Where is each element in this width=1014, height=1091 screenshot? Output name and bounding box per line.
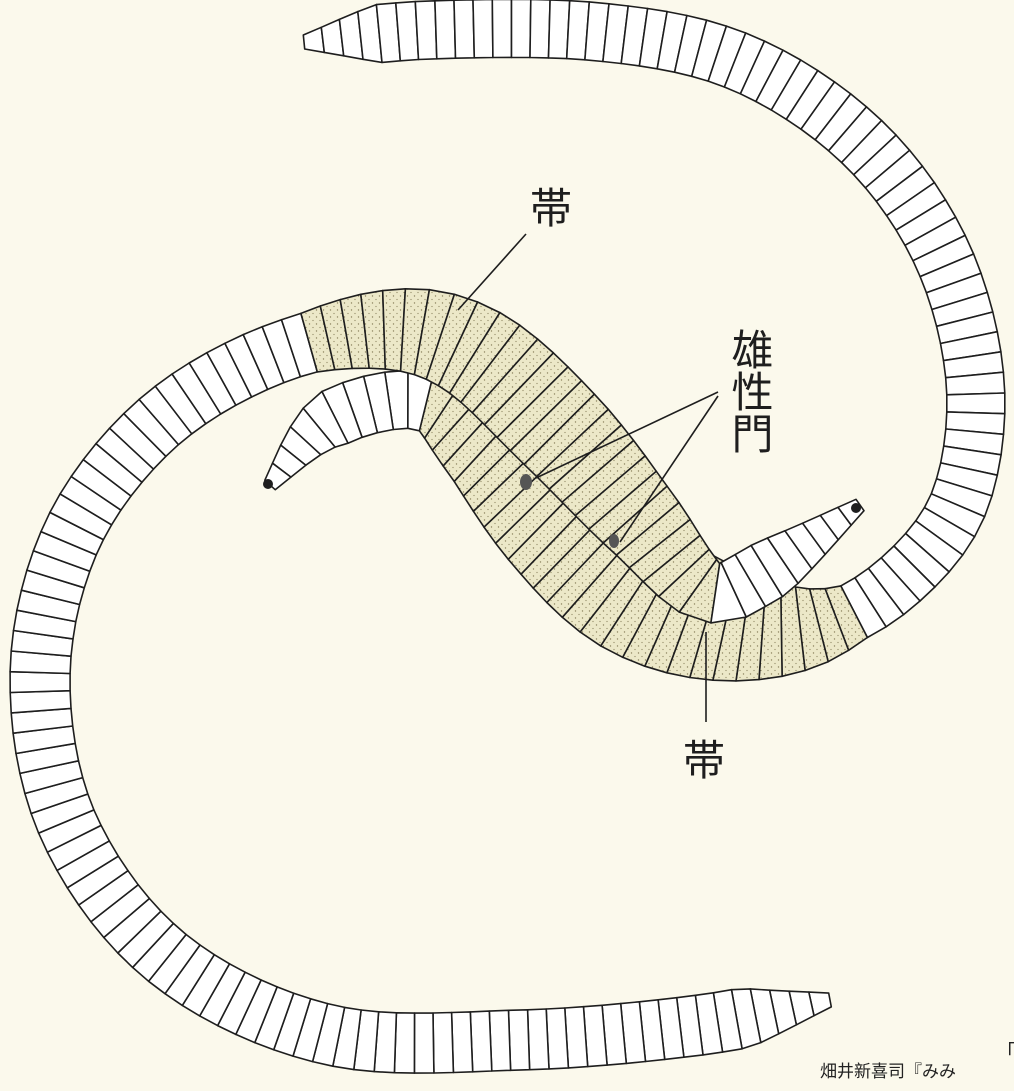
credit-bracket: 「 (996, 1036, 1014, 1065)
body-segment (435, 0, 456, 59)
body-segment (509, 1010, 530, 1071)
body-segment (10, 691, 71, 713)
worm-a-mouth (263, 479, 273, 489)
body-segment (454, 0, 474, 58)
body-segment (433, 1013, 453, 1074)
body-segment (415, 1, 437, 60)
male-pore-upper (520, 474, 532, 490)
body-segment (452, 1012, 473, 1073)
body-segment (10, 672, 70, 693)
male-pore-lower (609, 534, 619, 548)
body-segment (414, 1013, 434, 1073)
body-segment (394, 1013, 414, 1073)
body-segment (546, 1008, 568, 1069)
label-male-pore: 雄性門 (728, 328, 770, 454)
pointer-clitellum-top (458, 234, 526, 310)
label-clitellum-top: 帯 (530, 188, 572, 230)
body-segment (947, 393, 1005, 414)
body-segment (512, 0, 531, 57)
body-segment (492, 0, 511, 57)
worm-segments (10, 0, 1005, 1073)
body-segment (528, 1009, 549, 1070)
body-segment (473, 0, 493, 58)
worm-b-mouth (851, 503, 861, 513)
body-segment (470, 1011, 492, 1072)
body-segment (489, 1010, 510, 1071)
body-segment (530, 0, 550, 58)
source-credit: 畑井新喜司『みみ (820, 1057, 956, 1082)
label-clitellum-bottom: 帯 (683, 740, 725, 782)
